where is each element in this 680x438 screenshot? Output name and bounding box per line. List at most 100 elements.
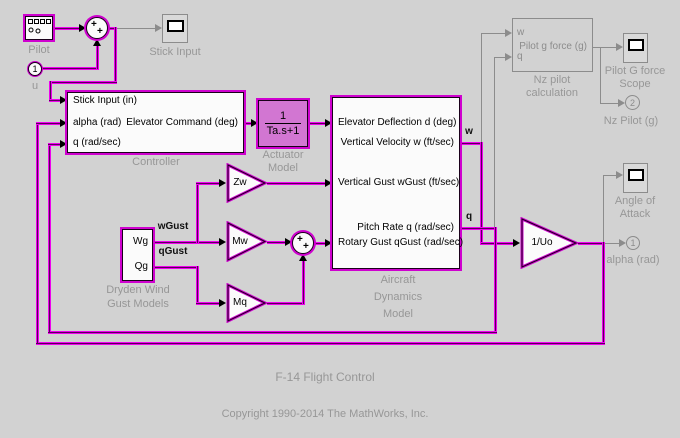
wire-sum-to-controller[interactable] <box>108 27 117 30</box>
arrowhead <box>93 39 101 46</box>
signal-label-q: q <box>465 211 473 222</box>
wire-wgust-branch[interactable] <box>196 182 219 185</box>
wire-q-to-nzcalc[interactable] <box>494 57 495 228</box>
scope-screen-icon <box>628 169 644 181</box>
controller-label: Controller <box>132 156 180 168</box>
wire-nzcalc-to-scope[interactable] <box>593 47 616 48</box>
stick-input-scope[interactable] <box>162 14 188 43</box>
wire-sum-to-controller[interactable] <box>49 81 117 84</box>
arrowhead <box>616 171 623 179</box>
alpha-outport-label: alpha (rad) <box>606 254 660 266</box>
wire-zw-out[interactable] <box>267 182 325 185</box>
arrowhead <box>251 119 258 127</box>
wire-elevator-command[interactable] <box>244 122 252 125</box>
aircraft-dynamics-label: Aircraft Dynamics Model <box>373 274 423 320</box>
alpha-outport-number: 1 <box>630 238 636 248</box>
alpha-outport[interactable]: 1 <box>626 236 640 250</box>
dryden-wind-gust-block[interactable] <box>122 229 153 281</box>
wire-alpha-to-aoa-scope[interactable] <box>603 175 604 242</box>
wire-u-to-sum[interactable] <box>96 44 99 69</box>
wire-pilot-to-sum[interactable] <box>53 27 79 30</box>
wire-sum-to-controller[interactable] <box>49 81 52 101</box>
angle-of-attack-scope-label: Angle of Attack <box>614 195 656 220</box>
wire-mq-out[interactable] <box>267 302 305 305</box>
stick-input-scope-label: Stick Input <box>149 46 201 58</box>
wire-sum-to-controller[interactable] <box>114 27 117 84</box>
sum1-block[interactable] <box>86 17 108 39</box>
wire-alpha-feedback[interactable] <box>578 242 605 245</box>
aircraft-port-label: Vertical Velocity w (ft/sec) <box>340 137 454 148</box>
nz-pilot-outport[interactable]: 2 <box>625 95 640 110</box>
wire-alpha-feedback[interactable] <box>36 122 39 343</box>
wire-q-feedback[interactable] <box>48 143 60 146</box>
angle-of-attack-scope[interactable] <box>623 163 648 193</box>
aircraft-port-label: Vertical Gust wGust (ft/sec) <box>338 177 460 188</box>
wire-alpha-to-outport[interactable] <box>604 243 619 244</box>
wire-q-feedback[interactable] <box>48 143 51 332</box>
wire-u-to-sum[interactable] <box>42 67 99 70</box>
wire-alpha-feedback[interactable] <box>36 342 605 345</box>
wire-mw-out[interactable] <box>267 241 285 244</box>
wire-w-to-nzcalc[interactable] <box>481 33 482 143</box>
arrowhead <box>219 179 226 187</box>
wire-q-feedback[interactable] <box>48 331 497 334</box>
signal-label-qgust: qGust <box>158 246 188 257</box>
model-title: F-14 Flight Control <box>275 370 375 384</box>
aircraft-dynamics-block[interactable] <box>332 97 460 269</box>
arrowhead <box>285 238 292 246</box>
wire-sum-to-controller[interactable] <box>49 99 61 102</box>
aircraft-port-label: Elevator Deflection d (deg) <box>338 117 457 128</box>
signal-label-wgust: wGust <box>157 221 189 232</box>
mw-gain[interactable]: Mw <box>226 220 269 263</box>
wire-elevator-deflection[interactable] <box>308 122 325 125</box>
wire-w-to-nzcalc[interactable] <box>481 33 505 34</box>
arrowhead <box>325 239 332 247</box>
wire-w-out[interactable] <box>460 142 483 145</box>
wire-sum-to-stick-scope[interactable] <box>117 28 155 29</box>
uo-gain[interactable]: 1/Uo <box>520 216 580 270</box>
arrowhead <box>505 29 512 37</box>
pilot-g-force-scope[interactable] <box>623 33 648 63</box>
nzcalc-port-label: q <box>517 51 523 62</box>
mq-gain[interactable]: Mq <box>226 282 269 324</box>
sum2-block[interactable] <box>292 232 314 254</box>
gain-triangle-icon <box>226 282 269 324</box>
u-inport-number: 1 <box>32 64 38 74</box>
pilot-block[interactable] <box>25 16 53 40</box>
wire-alpha-to-aoa-scope[interactable] <box>603 175 616 176</box>
wire-qgust[interactable] <box>196 302 220 305</box>
wire-q-feedback[interactable] <box>460 227 497 230</box>
zw-gain[interactable]: Zw <box>226 162 269 204</box>
arrowhead <box>299 254 307 261</box>
wire-qgust[interactable] <box>153 266 199 269</box>
wire-qgust[interactable] <box>196 266 199 305</box>
wire-alpha-feedback[interactable] <box>36 122 60 125</box>
controller-block[interactable] <box>67 92 244 153</box>
wire-alpha-feedback[interactable] <box>602 242 605 345</box>
pilot-label: Pilot <box>28 44 50 56</box>
gain-triangle-icon <box>520 216 580 270</box>
wire-wgust[interactable] <box>153 241 219 244</box>
arrowhead <box>219 299 226 307</box>
wire-nzcalc-to-outport[interactable] <box>600 47 601 103</box>
nz-pilot-calculation-label: Nz pilot calculation <box>526 74 578 99</box>
tf-denominator: Ta.s+1 <box>266 125 300 137</box>
wire-mq-out[interactable] <box>302 261 305 304</box>
nz-pilot-calculation-block[interactable] <box>512 18 593 72</box>
wire-nzcalc-to-outport[interactable] <box>600 103 618 104</box>
wire-w-out[interactable] <box>480 142 483 245</box>
u-inport[interactable]: 1 <box>28 62 42 76</box>
controller-port-label: alpha (rad) <box>73 117 122 128</box>
scope-screen-icon <box>628 39 644 51</box>
controller-port-label: Elevator Command (deg) <box>126 117 238 128</box>
wire-wgust-branch[interactable] <box>196 182 199 243</box>
sum1-plus-sign: + <box>91 19 97 30</box>
sum1-plus-sign: + <box>97 26 103 37</box>
mw-gain-value: Mw <box>232 236 248 247</box>
actuator-model-block[interactable]: 1 Ta.s+1 <box>258 100 308 147</box>
wire-q-feedback[interactable] <box>494 227 497 334</box>
wire-rotary-gust[interactable] <box>314 242 325 245</box>
wire-w-out[interactable] <box>481 242 513 245</box>
wire-q-to-nzcalc[interactable] <box>494 57 505 58</box>
